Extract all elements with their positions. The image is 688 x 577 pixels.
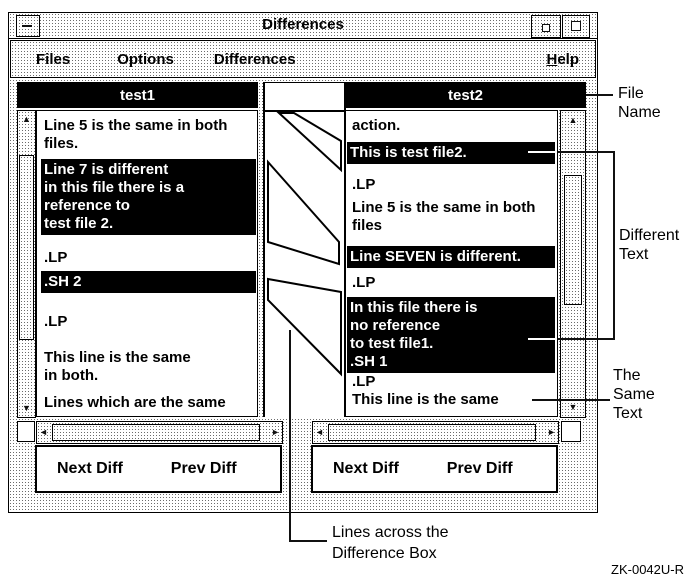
- right-diff-text-pane: action. This is test file2. .LP Line 5 i…: [345, 110, 558, 417]
- expand-icon: [571, 21, 581, 31]
- same-text-callout-line: [532, 399, 610, 401]
- left-horizontal-scrollbar[interactable]: ◄ ►: [36, 421, 283, 444]
- right-horizontal-scrollbar[interactable]: ◄ ►: [312, 421, 559, 444]
- right-vertical-scrollbar-thumb[interactable]: [564, 175, 582, 305]
- left-file-name-header: test1: [17, 82, 258, 108]
- right-vertical-scrollbar[interactable]: ▲ ▼: [560, 110, 586, 418]
- same-text-annotation: The Same Text: [613, 367, 655, 422]
- different-text-callout-line-1: [558, 151, 615, 153]
- text-row: .LP: [352, 274, 376, 291]
- text-row: .LP: [352, 176, 376, 193]
- text-row: This line is the same in both.: [44, 349, 191, 384]
- left-diff-text-pane: Line 5 is the same in both files. Line 7…: [36, 110, 258, 417]
- different-text-dash-1: [528, 151, 556, 153]
- text-row: .LP: [44, 313, 68, 330]
- scroll-right-icon[interactable]: ►: [271, 427, 280, 437]
- highlighted-text-row: Line 7 is different in this file there i…: [41, 159, 256, 235]
- text-row: This line is the same: [352, 391, 499, 408]
- scroll-right-icon[interactable]: ►: [547, 427, 556, 437]
- difference-box-callout-hline: [289, 540, 327, 542]
- left-diff-button-box: Next Diff Prev Diff: [35, 445, 282, 493]
- scroll-down-icon[interactable]: ▼: [22, 403, 31, 413]
- scroll-down-icon[interactable]: ▼: [568, 402, 578, 412]
- text-row: Line 5 is the same in both files.: [44, 117, 228, 152]
- text-row: .LP: [352, 373, 376, 390]
- window-menu-icon: [22, 25, 32, 27]
- highlighted-text-row: .SH 2: [41, 271, 256, 293]
- shrink-icon: [542, 24, 550, 32]
- right-scroll-corner-box: [561, 421, 581, 442]
- scroll-left-icon[interactable]: ◄: [315, 427, 324, 437]
- left-scroll-corner-box: [17, 421, 35, 442]
- shrink-to-icon-button[interactable]: [531, 15, 561, 38]
- text-row: .LP: [44, 249, 68, 266]
- menu-help[interactable]: Help: [546, 50, 579, 68]
- difference-band-1: [276, 112, 342, 173]
- text-row: action.: [352, 117, 401, 134]
- left-vertical-scrollbar-thumb[interactable]: [19, 155, 34, 340]
- right-diff-button-box: Next Diff Prev Diff: [311, 445, 558, 493]
- menu-differences[interactable]: Differences: [213, 50, 296, 68]
- different-text-annotation: Different Text: [619, 227, 680, 263]
- highlighted-text-row: Line SEVEN is different.: [347, 246, 555, 268]
- file-name-callout-line: [586, 94, 613, 96]
- prev-diff-button[interactable]: Prev Diff: [170, 460, 237, 477]
- difference-box-callout-vline: [289, 330, 291, 542]
- next-diff-button[interactable]: Next Diff: [57, 460, 123, 477]
- scroll-left-icon[interactable]: ◄: [39, 427, 48, 437]
- text-row: Line 5 is the same in both files: [352, 199, 536, 234]
- figure-caption: ZK-0042U-R: [611, 562, 684, 577]
- scroll-up-icon[interactable]: ▲: [568, 115, 578, 125]
- left-horizontal-scrollbar-thumb[interactable]: [52, 424, 260, 441]
- highlighted-text-row: This is test file2.: [347, 142, 555, 164]
- window-title: Differences: [262, 16, 344, 33]
- difference-band-2: [267, 159, 340, 266]
- highlighted-text-row: In this file there is no reference to te…: [347, 297, 555, 373]
- file-name-annotation: File Name: [618, 85, 661, 121]
- right-file-name-header: test2: [345, 82, 586, 108]
- menu-options[interactable]: Options: [117, 50, 174, 68]
- scroll-up-icon[interactable]: ▲: [22, 114, 31, 124]
- menu-bar: Files Options Differences Help: [10, 40, 596, 78]
- prev-diff-button[interactable]: Prev Diff: [446, 460, 513, 477]
- window-menu-button[interactable]: [16, 15, 40, 37]
- difference-band-3: [267, 277, 342, 377]
- left-vertical-scrollbar[interactable]: ▲ ▼: [17, 110, 36, 418]
- expand-button[interactable]: [562, 15, 590, 38]
- text-row: Lines which are the same: [44, 394, 226, 411]
- difference-box: [263, 82, 346, 417]
- right-horizontal-scrollbar-thumb[interactable]: [328, 424, 536, 441]
- next-diff-button[interactable]: Next Diff: [333, 460, 399, 477]
- different-text-dash-2: [528, 338, 556, 340]
- menu-files[interactable]: Files: [36, 50, 71, 68]
- difference-box-annotation: Lines across the Difference Box: [332, 524, 449, 562]
- difference-box-lines: [267, 112, 342, 377]
- difference-box-header-cell: [265, 83, 344, 112]
- different-text-callout-line-2: [558, 338, 615, 340]
- titlebar-divider: [8, 38, 598, 39]
- different-text-bracket: [613, 151, 615, 340]
